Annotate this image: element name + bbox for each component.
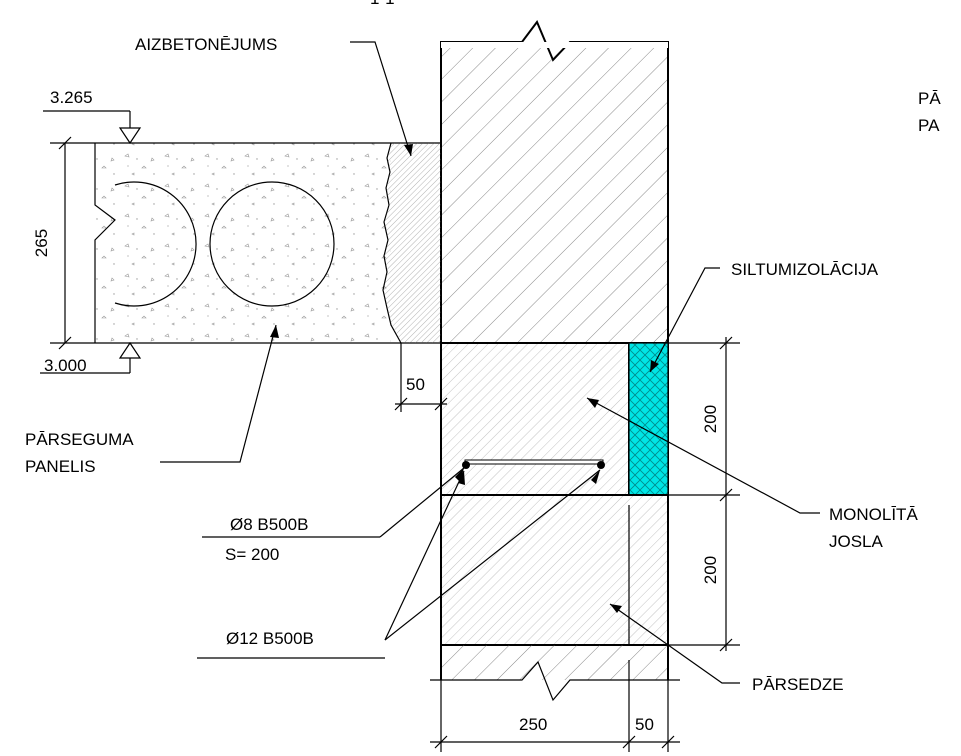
level-bottom: 3.000 bbox=[44, 356, 87, 375]
dim-50-left-text: 50 bbox=[406, 375, 425, 394]
lower-wall bbox=[430, 645, 680, 702]
insulation bbox=[628, 342, 669, 496]
label-parseguma: PĀRSEGUMA bbox=[25, 430, 134, 449]
level-top: 3.265 bbox=[50, 88, 93, 107]
hollow-core-slab bbox=[94, 142, 441, 344]
reinforcement bbox=[462, 459, 605, 469]
label-right-partial-1: PĀ bbox=[918, 89, 941, 108]
dimension-right bbox=[668, 336, 740, 652]
level-marker-bottom bbox=[40, 341, 142, 374]
leaders bbox=[160, 41, 820, 684]
label-aizbetonejums: AIZBETONĒJUMS bbox=[135, 35, 277, 54]
lintel bbox=[440, 494, 669, 646]
dimension-bottom bbox=[430, 660, 680, 752]
label-spacing: S= 200 bbox=[225, 545, 279, 564]
dimension-265 bbox=[58, 136, 72, 350]
upper-wall bbox=[440, 20, 669, 342]
dim-200-lower-text: 200 bbox=[701, 556, 720, 584]
label-right-partial-2: PA bbox=[918, 116, 940, 135]
label-rebar-large: Ø12 B500B bbox=[226, 629, 314, 648]
label-josla: JOSLA bbox=[829, 532, 884, 551]
dim-265-text: 265 bbox=[32, 229, 51, 257]
title-partial: 1-1 bbox=[370, 0, 395, 8]
dim-50-right-text: 50 bbox=[635, 715, 654, 734]
label-monolita: MONOLĪTĀ bbox=[829, 505, 918, 524]
grout-fill bbox=[383, 143, 441, 343]
dim-250-text: 250 bbox=[519, 715, 547, 734]
label-rebar-small: Ø8 B500B bbox=[230, 515, 308, 534]
dimension-50-left bbox=[394, 343, 448, 412]
dim-200-upper-text: 200 bbox=[701, 405, 720, 433]
label-parsedze: PĀRSEDZE bbox=[752, 675, 844, 694]
level-marker-top bbox=[43, 110, 142, 145]
label-panelis: PANELIS bbox=[25, 457, 96, 476]
slab-core-1 bbox=[114, 181, 197, 307]
label-siltumizolacija: SILTUMIZOLĀCIJA bbox=[731, 260, 879, 279]
slab-core-2 bbox=[209, 181, 335, 307]
